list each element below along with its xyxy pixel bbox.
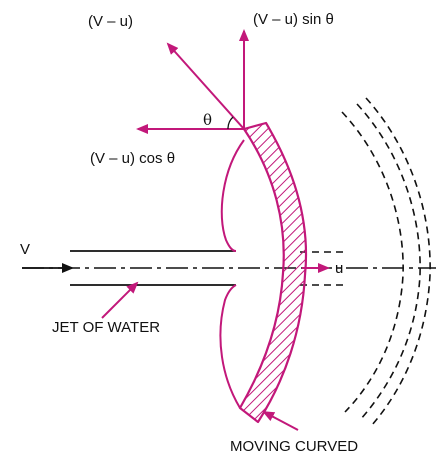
moving-curved-label: MOVING CURVED — [230, 438, 358, 455]
relative-velocity-arrow — [166, 42, 245, 130]
curved-vane — [238, 121, 308, 424]
jet-of-water-label: JET OF WATER — [52, 319, 160, 336]
jet-outline — [70, 250, 236, 286]
vane-velocity-label: u — [335, 260, 343, 277]
jet-velocity-label: V — [20, 241, 30, 258]
relative-velocity-cos-label: (V – u) cos θ — [90, 150, 175, 167]
water-stream-outline — [219, 139, 245, 409]
vane-leader-arrow — [262, 411, 299, 431]
jet-dashed-continuation — [300, 251, 345, 286]
relative-velocity-label: (V – u) — [88, 13, 133, 30]
jet-leader-arrow — [101, 281, 139, 319]
displaced-vane-outline — [341, 97, 431, 426]
theta-label: θ — [203, 111, 212, 129]
relative-velocity-sin-label: (V – u) sin θ — [253, 11, 334, 28]
theta-arc — [227, 116, 234, 130]
